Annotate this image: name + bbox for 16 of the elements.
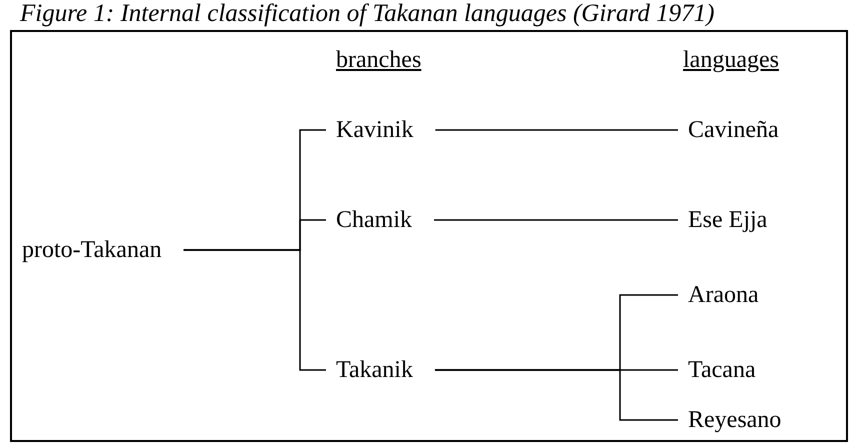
- node-label: proto-Takanan: [22, 236, 162, 264]
- node-label: Takanik: [336, 356, 413, 384]
- node-label: Kavinik: [336, 116, 414, 144]
- node-label: Cavineña: [688, 116, 779, 144]
- connector-line: [434, 219, 678, 221]
- node-label: Araona: [688, 281, 759, 309]
- node-label: Chamik: [336, 206, 412, 234]
- column-heading: languages: [683, 46, 779, 74]
- node-label: Tacana: [688, 356, 756, 384]
- node-label: Ese Ejja: [688, 206, 768, 234]
- connector-line: [184, 249, 326, 371]
- column-heading: branches: [336, 46, 422, 74]
- node-label: Reyesano: [688, 406, 782, 434]
- connector-line: [434, 369, 678, 421]
- connector-line: [435, 129, 678, 131]
- figure-title: Figure 1: Internal classification of Takanan languages (Girard 1971): [20, 0, 714, 28]
